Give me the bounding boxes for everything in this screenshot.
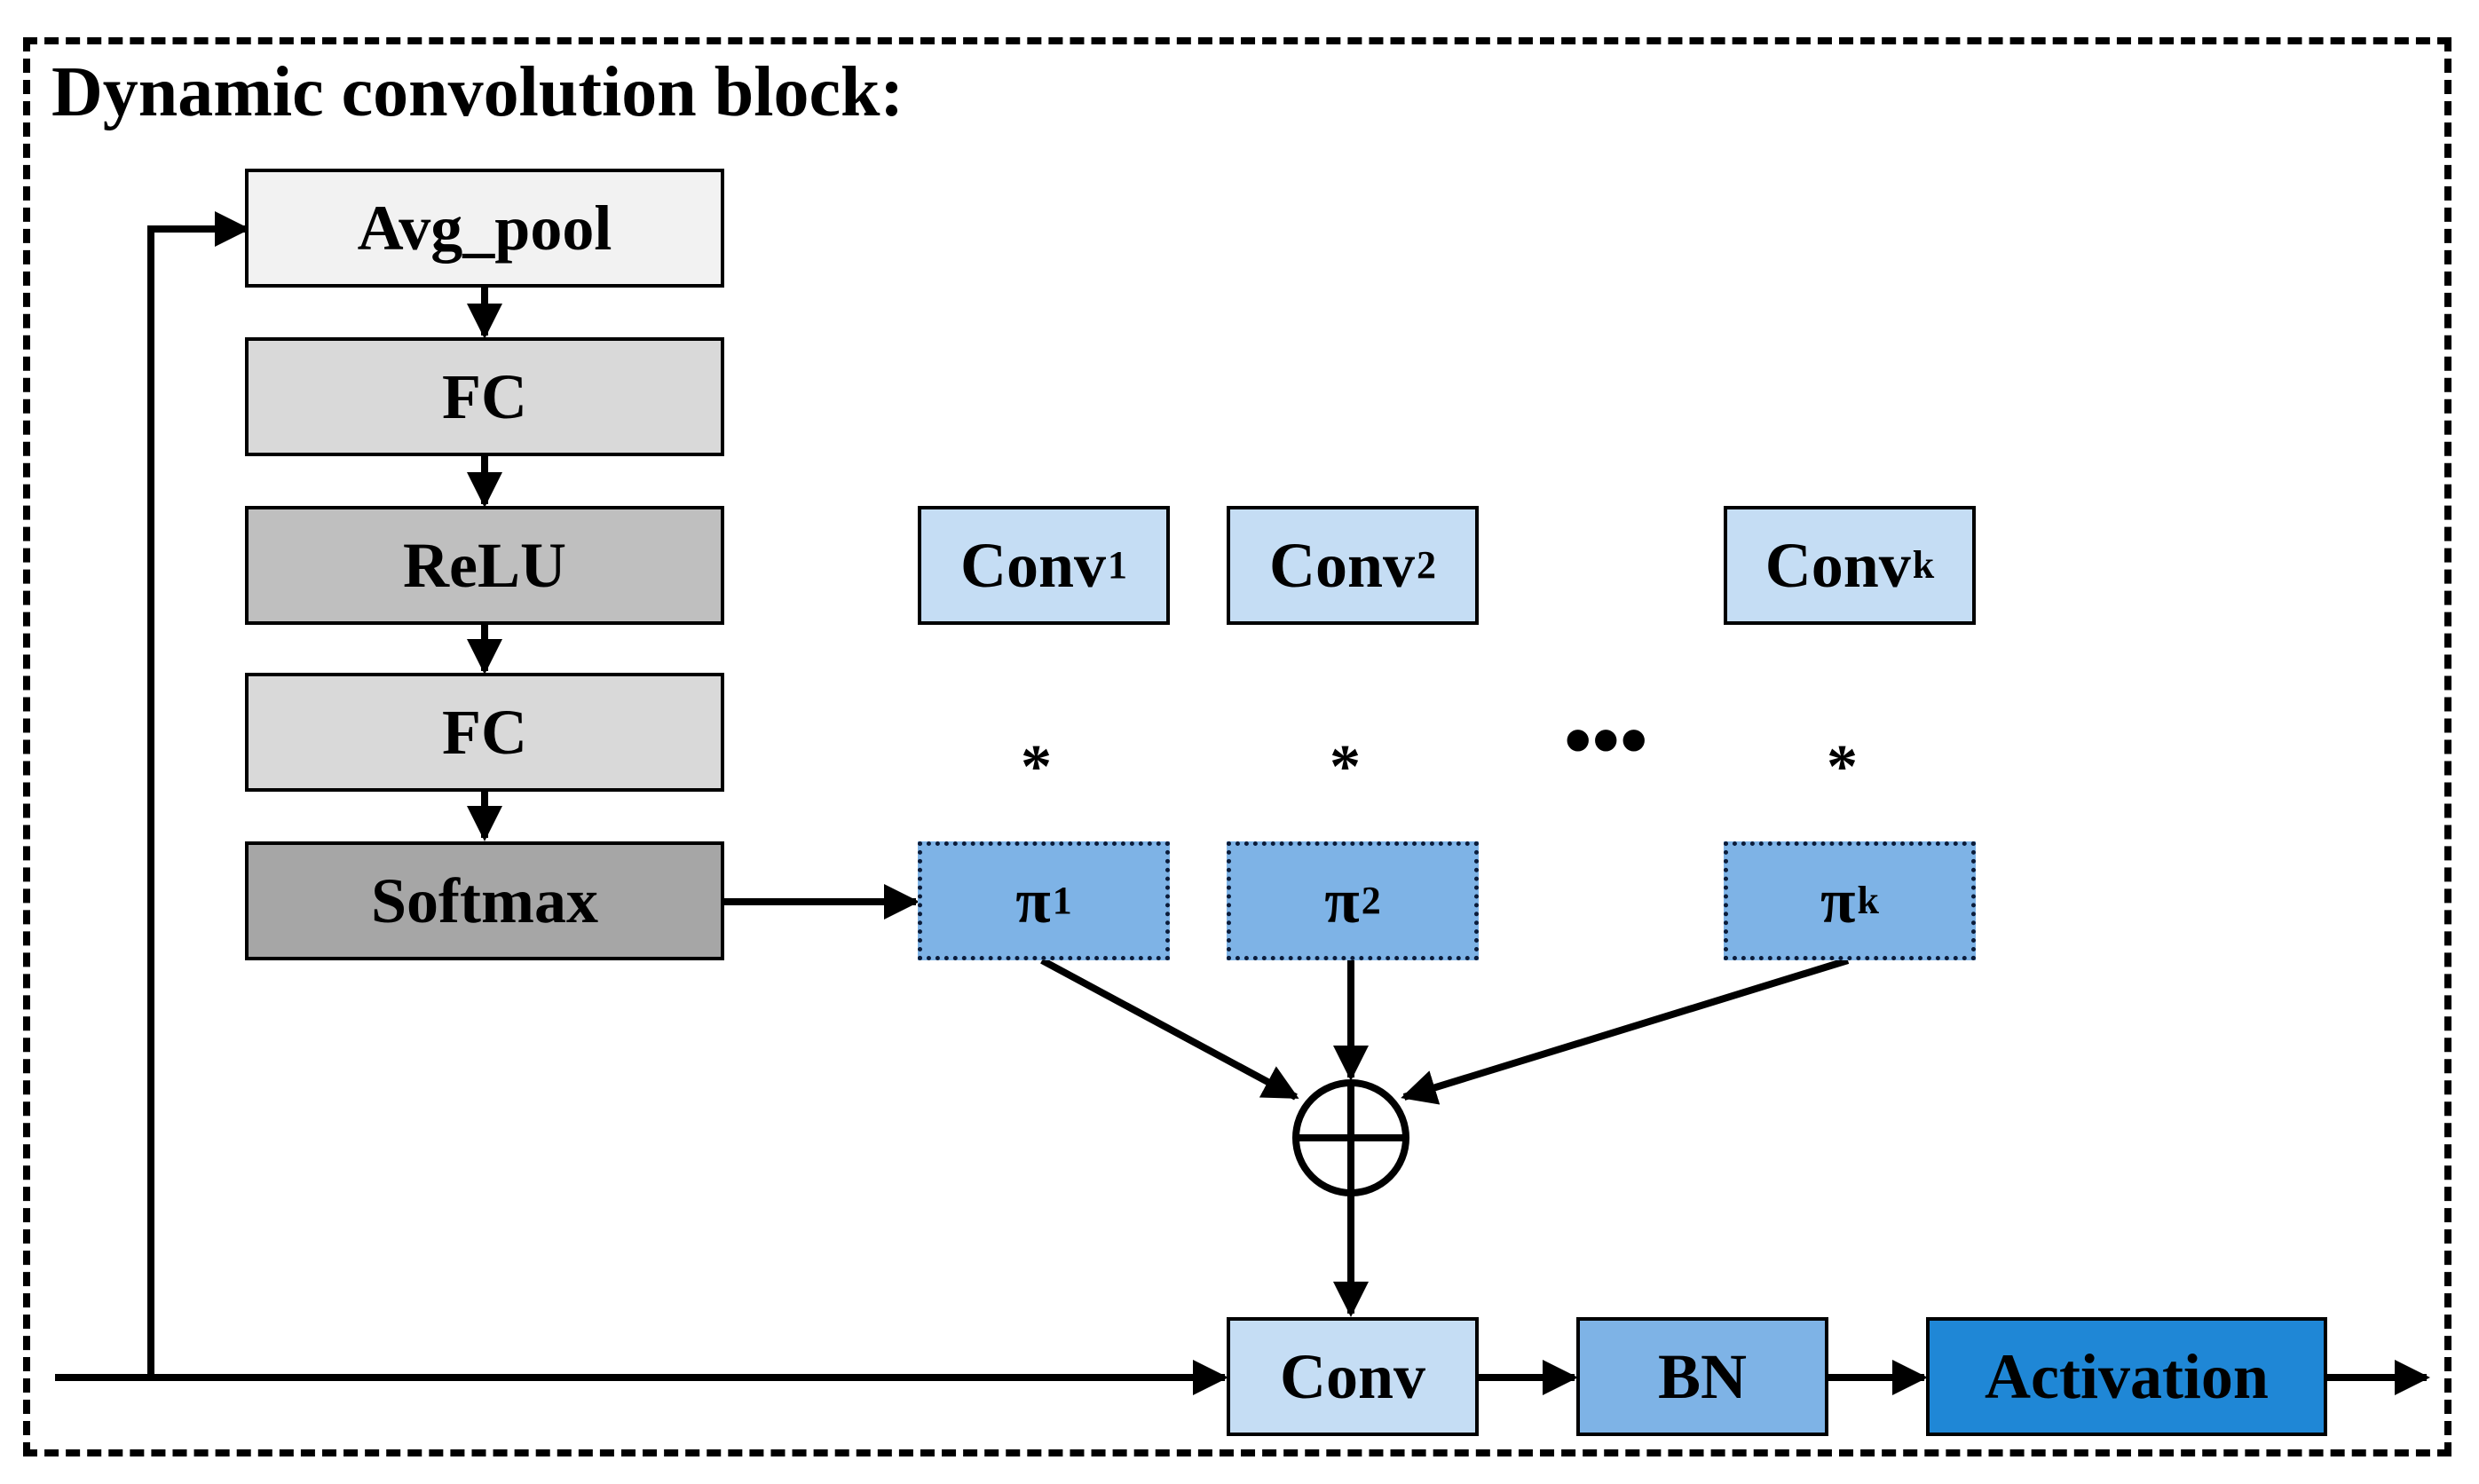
block-title: Dynamic convolution block: xyxy=(51,53,904,131)
branch-to-avgpool-line xyxy=(147,211,250,1377)
softmax-block: Softmax xyxy=(245,841,724,960)
weight-2-subscript: 2 xyxy=(1361,879,1381,922)
weight-1-label: π xyxy=(1015,865,1051,936)
fc-2-label: FC xyxy=(442,697,527,768)
ellipsis: ••• xyxy=(1564,697,1648,785)
multiply-symbol-2: * xyxy=(1330,733,1361,801)
kernel-2-subscript: 2 xyxy=(1417,543,1437,587)
relu-label: ReLU xyxy=(403,530,566,601)
activation-block: Activation xyxy=(1926,1317,2327,1436)
softmax-label: Softmax xyxy=(371,865,598,936)
avg-pool-label: Avg_pool xyxy=(357,193,612,264)
arrow-pik-sum xyxy=(1401,957,1850,1105)
fc-1-label: FC xyxy=(442,361,527,432)
fc-block-2: FC xyxy=(245,673,724,792)
kernel-1-subscript: 1 xyxy=(1108,543,1128,587)
activation-label: Activation xyxy=(1985,1341,2269,1412)
output-conv-label: Conv xyxy=(1279,1341,1426,1412)
kernel-k-subscript: k xyxy=(1912,543,1935,587)
weight-k-label: π xyxy=(1820,865,1856,936)
dynamic-convolution-block-frame xyxy=(23,37,2451,1456)
sum-node xyxy=(1292,1079,1409,1196)
weight-k-subscript: k xyxy=(1857,879,1879,922)
bn-label: BN xyxy=(1657,1341,1748,1412)
multiply-symbol-1: * xyxy=(1021,733,1052,801)
avg-pool-block: Avg_pool xyxy=(245,169,724,288)
bn-block: BN xyxy=(1576,1317,1828,1436)
arrow-pi1-sum xyxy=(1040,957,1299,1101)
kernel-1-label: Conv xyxy=(959,530,1107,601)
fc-block-1: FC xyxy=(245,337,724,456)
kernel-k-label: Conv xyxy=(1765,530,1911,601)
weight-2-label: π xyxy=(1324,865,1360,936)
multiply-symbol-k: * xyxy=(1827,733,1858,801)
kernel-2-label: Conv xyxy=(1268,530,1416,601)
weight-1-subscript: 1 xyxy=(1052,879,1072,922)
relu-block: ReLU xyxy=(245,506,724,625)
output-conv-block: Conv xyxy=(1227,1317,1479,1436)
